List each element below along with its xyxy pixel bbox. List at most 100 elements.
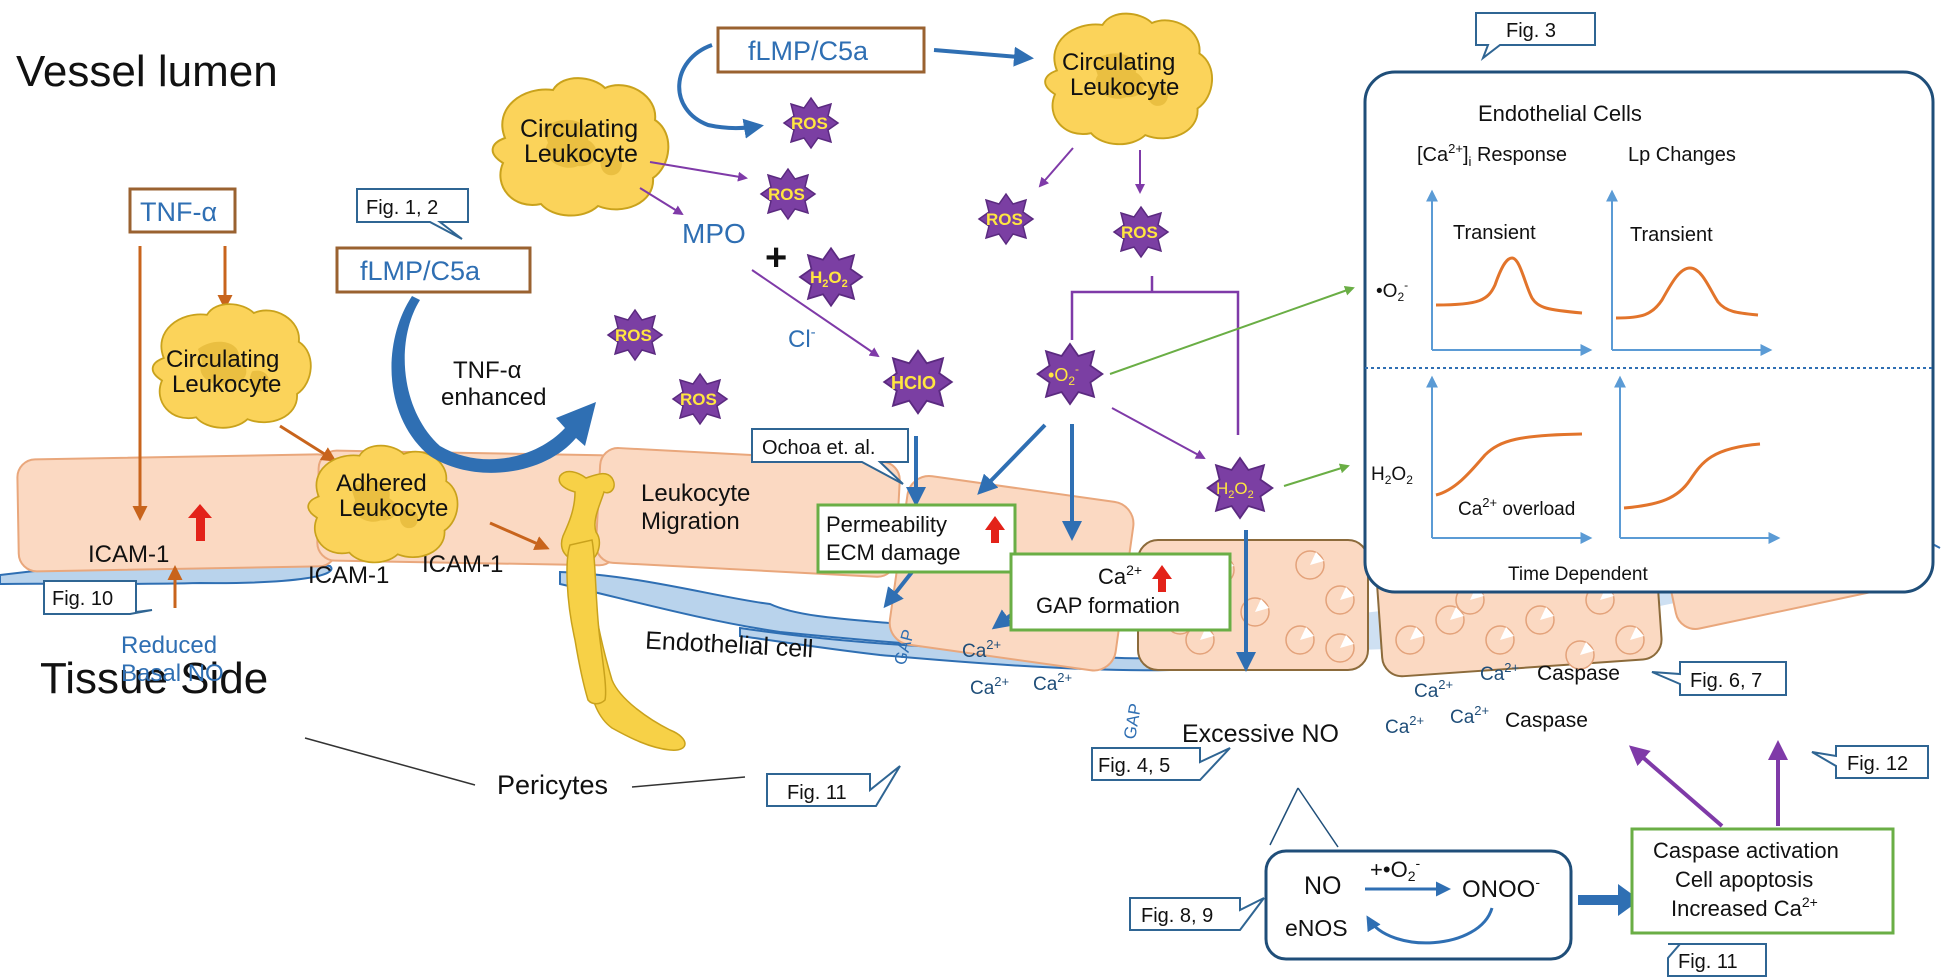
tnf-enhanced-line2: enhanced	[441, 384, 546, 411]
tnf-alpha-label: TNF-α	[140, 197, 217, 227]
ca-ion-sup: 2+	[994, 674, 1009, 689]
mpo-to-hclo-arrow	[751, 269, 880, 358]
callout-fig6-7: Fig. 6, 7	[1651, 661, 1787, 696]
reaction-to-caspase-arrow	[1578, 884, 1640, 916]
permeability-line1: Permeability	[826, 512, 947, 537]
tnf-enhanced-line1: TNF-α	[453, 357, 522, 384]
caspase-activation-line3: Increased Ca2+	[1671, 894, 1818, 921]
tnf-enhanced-big-arrow	[391, 296, 596, 473]
svg-text:ROS: ROS	[1121, 223, 1158, 242]
callout-fig12: Fig. 12	[1811, 745, 1929, 779]
excessive-no-label: Excessive NO	[1182, 720, 1339, 748]
svg-text:Fig. 4, 5: Fig. 4, 5	[1098, 755, 1170, 777]
fmlp-to-leukocyte-arrow	[933, 46, 1034, 67]
ros-star: ROS	[607, 309, 663, 361]
ca-ion: Ca	[1414, 681, 1439, 702]
ca-gap-line1: Ca2+	[1098, 562, 1142, 589]
onoo-label: ONOO-	[1462, 874, 1540, 903]
permeability-box	[816, 503, 1017, 574]
tissue-side-label: Tissue Side	[40, 654, 268, 703]
pericytes-pointer: Pericytes	[304, 737, 746, 800]
svg-text:ROS: ROS	[768, 185, 805, 204]
svg-text:ROS: ROS	[791, 114, 828, 133]
pericytes-label: Pericytes	[497, 770, 608, 800]
ca-gap-box	[1009, 552, 1232, 632]
ca-ion-sup: 2+	[1504, 660, 1519, 675]
adhered-leukocyte-line1: Adhered	[336, 470, 427, 497]
ros-bracket	[1070, 276, 1240, 435]
ca-gap-line2: GAP formation	[1036, 593, 1180, 618]
svg-text:Fig. 11: Fig. 11	[1678, 951, 1738, 973]
mpo-label: MPO	[682, 218, 746, 249]
fmlp-to-ros-curve	[677, 43, 764, 139]
inset-col2-header: Lp Changes	[1628, 144, 1736, 166]
inset-title: Endothelial Cells	[1478, 101, 1642, 126]
ca-increase-arrow	[1152, 565, 1172, 592]
ros-star: ROS	[783, 97, 839, 149]
reduced-basal-no-line2: Basal NO	[121, 660, 224, 687]
superoxide-label: •O2-	[1048, 362, 1079, 388]
h2o2-top-label: H2O2	[810, 268, 848, 290]
no-cell-to-reaction-line-2	[1269, 787, 1299, 846]
callout-fig11-a: Fig. 11	[766, 765, 901, 807]
icam-label-2: ICAM-1	[308, 562, 389, 589]
reduced-basal-no-line1: Reduced	[121, 632, 217, 659]
circulating-leukocyte-left-line2: Leukocyte	[172, 371, 281, 398]
onoo-to-enos-arrow	[1366, 907, 1494, 945]
circulating-leukocyte-left-line1: Circulating	[166, 346, 279, 373]
ca-ion: Ca	[1450, 707, 1475, 728]
superoxide-to-inset-arrow	[1109, 285, 1355, 375]
callout-fig10: Fig. 10	[43, 580, 153, 615]
chloride-label: Cl-	[788, 324, 816, 353]
ca-ion-sup: 2+	[986, 637, 1001, 652]
ca-ions-caspase-cell: Ca2+ Ca2+ Ca2+ Ca2+	[1385, 660, 1519, 738]
ros-star: ROS	[672, 373, 728, 425]
leuko-to-ros-arrow	[649, 161, 748, 182]
ca-ion: Ca	[970, 678, 995, 699]
ca-ion: Ca	[1480, 664, 1505, 685]
callout-ochoa: Ochoa et. al.	[751, 428, 909, 485]
circulating-leukocyte-middle-line1: Circulating	[520, 115, 638, 143]
callout-fig4-5: Fig. 4, 5	[1091, 747, 1231, 781]
circulating-leukocyte-right-line2: Leukocyte	[1070, 74, 1179, 101]
circ-to-adhered-arrow	[279, 424, 337, 462]
svg-text:Fig. 11: Fig. 11	[787, 782, 847, 804]
ca-ion: Ca	[962, 641, 987, 662]
icam-label-1: ICAM-1	[88, 541, 169, 568]
caspase-activation-line2: Cell apoptosis	[1675, 867, 1813, 892]
caspase-activation-line1: Caspase activation	[1653, 838, 1839, 863]
endothelial-inset-panel	[1363, 70, 1935, 594]
callout-fig3: Fig. 3	[1475, 12, 1596, 61]
svg-text:Ca2+: Ca2+	[1450, 703, 1489, 728]
caspase-to-cell-arrow	[1628, 745, 1724, 828]
superoxide-to-h2o2-arrow	[1111, 407, 1206, 459]
ca-ion-sup: 2+	[1438, 677, 1453, 692]
no-cell-to-reaction-line	[1297, 787, 1339, 848]
vessel-lumen-label: Vessel lumen	[16, 47, 278, 96]
caspase-label-1: Caspase	[1537, 662, 1620, 685]
leukocyte-migration-line2: Migration	[641, 508, 740, 535]
callout-fig8-9: Fig. 8, 9	[1129, 897, 1265, 931]
ros-cluster: ROS ROS ROS ROS ROS ROS	[607, 97, 1169, 425]
fmlp-c5a-box-top	[716, 26, 926, 74]
leuko-right-to-ros-arrow	[1038, 147, 1074, 188]
ca-ion: Ca	[1033, 674, 1058, 695]
circulating-leukocyte-right-line1: Circulating	[1062, 49, 1175, 76]
inset-plot-bottom-right	[1614, 375, 1781, 544]
permeability-to-cell-arrow	[883, 570, 914, 609]
svg-text:Ochoa et. al.: Ochoa et. al.	[762, 437, 875, 459]
fmlp-c5a-left-label: fLMP/C5a	[360, 256, 481, 286]
fmlp-c5a-box-left	[335, 246, 532, 294]
ca-overload-label: Ca2+ overload	[1458, 495, 1575, 520]
inset-col1-header: [Ca2+]i Response	[1417, 141, 1567, 169]
ros-star: ROS	[760, 168, 816, 220]
permeability-increase-arrow	[985, 516, 1005, 543]
h2o2-to-inset-arrow	[1283, 463, 1350, 487]
svg-text:ROS: ROS	[986, 210, 1023, 229]
time-dependent-label: Time Dependent	[1508, 564, 1648, 585]
adhered-to-migration-arrow	[489, 521, 550, 551]
permeability-line2: ECM damage	[826, 540, 961, 565]
hclo-label: HClO	[891, 373, 936, 393]
caspase-activation-box	[1630, 827, 1895, 935]
